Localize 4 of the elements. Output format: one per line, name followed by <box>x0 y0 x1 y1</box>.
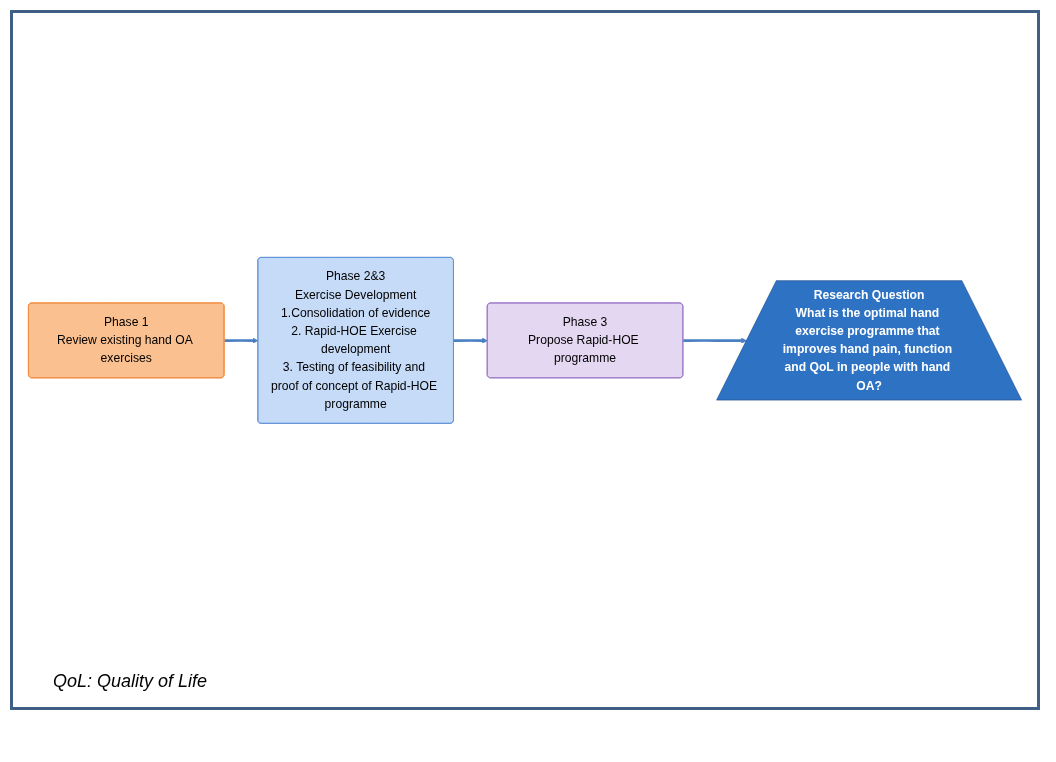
arrow <box>683 337 748 344</box>
note-text: QoL: Quality of Life <box>53 671 208 692</box>
arrow <box>453 337 488 344</box>
arrow <box>224 337 259 344</box>
